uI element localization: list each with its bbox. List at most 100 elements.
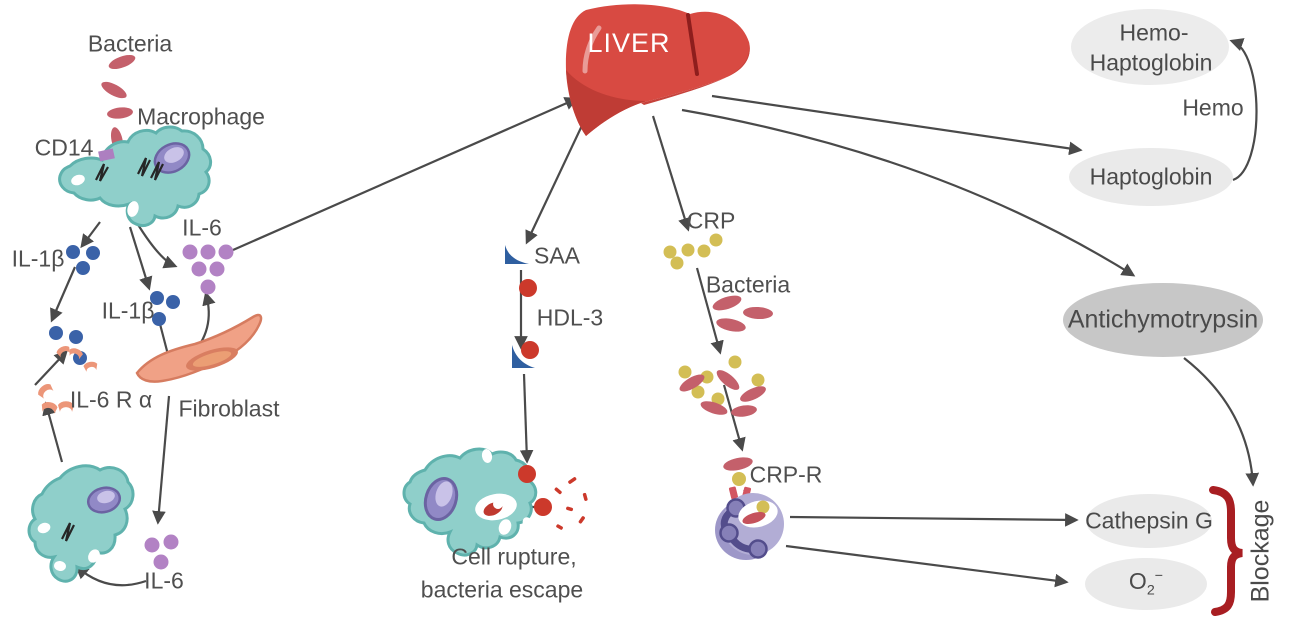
bacteria-mid-label: Bacteria <box>705 271 791 298</box>
bacteria-top-label: Bacteria <box>87 30 173 57</box>
zigzag <box>137 157 151 177</box>
crp-dot <box>709 233 723 247</box>
receptor-crescent <box>38 384 54 399</box>
arrow-liver-to-haptoglobin <box>711 94 1083 156</box>
il6-r-alpha-crescents <box>38 384 74 414</box>
crp-dot <box>700 370 714 384</box>
macrophage-hole <box>37 522 51 534</box>
arrow-il6-to-cell-bottom <box>74 565 147 587</box>
macrophage-hole <box>498 519 512 535</box>
haptoglobin-ellipse <box>1069 148 1233 206</box>
macrophage-hole <box>481 449 493 463</box>
hdl-particle <box>519 279 537 297</box>
cathepsin-g-label: Cathepsin G <box>1085 507 1213 534</box>
arrow-cell-to-il6ra <box>42 401 64 463</box>
crp-dot <box>691 385 705 399</box>
bacterium-inside <box>742 511 766 525</box>
arrow-fibroblast-to-il6-bottom <box>152 395 171 525</box>
il6-bottom-label: IL-6 <box>144 567 184 594</box>
il6-dots-top <box>182 244 234 295</box>
arrows <box>34 38 1260 588</box>
bacterium <box>712 295 742 311</box>
il1b-dots-mid <box>150 291 180 326</box>
crp-dot <box>751 373 765 387</box>
zigzag <box>61 522 75 542</box>
hemo-label: Hemo <box>1182 94 1244 121</box>
o2-sup: − <box>1154 568 1164 585</box>
macrophage-nucleus-highlight <box>164 147 184 163</box>
arrow-mixture-to-crpr <box>722 384 746 452</box>
arrow-crescent-to-complex <box>34 350 68 386</box>
o2-label: O2− <box>1128 567 1164 599</box>
receptor-crescent <box>69 348 83 360</box>
hdl3-label: HDL-3 <box>536 304 604 331</box>
arrow-il6-to-liver <box>232 97 579 252</box>
il1b-dot <box>152 312 166 326</box>
fragment <box>582 492 588 501</box>
crp-dots <box>663 233 723 270</box>
bacterium <box>716 318 746 332</box>
receptor-crescent <box>41 402 58 414</box>
il6-dot <box>182 244 198 260</box>
crp-dot <box>681 243 695 257</box>
cell-rupture-label-line1: Cell rupture, <box>451 543 577 570</box>
il6-dots-bottom <box>144 534 179 570</box>
saa-label: SAA <box>533 242 581 269</box>
vacuole-highlight <box>493 499 503 509</box>
saa-wedge <box>512 345 535 368</box>
o2-sub: 2 <box>1146 582 1155 599</box>
fragment <box>568 477 577 484</box>
fibroblast-label: Fibroblast <box>178 395 280 422</box>
bacterium <box>679 374 705 392</box>
il1b-dot <box>49 326 63 340</box>
crp-label: CRP <box>686 207 736 234</box>
hdl-particle <box>518 465 536 483</box>
crp-dot <box>756 500 770 514</box>
fragment <box>566 506 574 512</box>
bacterium <box>731 405 757 417</box>
fibroblast-body <box>135 313 263 383</box>
arrow-neutrophil-to-o2 <box>785 544 1069 588</box>
cd14-label: CD14 <box>34 134 94 161</box>
bacteria-fragments <box>554 477 588 530</box>
macrophage-hole <box>522 517 534 531</box>
macrophage-hole <box>88 549 100 563</box>
il1b-dot <box>73 351 87 365</box>
il1b-mid-label: IL-1β <box>101 297 155 324</box>
saa-wedge <box>505 245 529 264</box>
arrow-neutrophil-to-cathepsin <box>789 513 1079 527</box>
il6-dot <box>209 261 225 277</box>
liver-illustration <box>565 4 750 137</box>
receptor-crescent <box>83 361 98 372</box>
hemo-haptoglobin-ellipse <box>1071 9 1229 85</box>
bacterium <box>101 81 127 99</box>
antichymotrypsin-label: Antichymotrypsin <box>1067 305 1259 334</box>
antichymotrypsin-ellipse <box>1063 283 1263 357</box>
bacterium <box>700 401 728 415</box>
il6-dot <box>163 534 179 550</box>
liver-label: LIVER <box>587 28 671 59</box>
crp-dot <box>663 245 677 259</box>
fragment <box>554 487 562 495</box>
arrow-macrophage-to-il1b-left <box>80 221 101 249</box>
o2-ellipse <box>1085 558 1207 610</box>
bacterium <box>716 370 740 390</box>
hdl-particle <box>534 498 552 516</box>
hemo-haptoglobin-label-line2: Haptoglobin <box>1089 49 1213 76</box>
o2-base: O <box>1128 567 1147 594</box>
rupturing-macrophage <box>402 447 588 557</box>
zigzag <box>95 163 109 182</box>
macrophage-nucleus-highlight <box>435 481 453 507</box>
cd14-receptor <box>98 148 115 162</box>
il1b-left-label: IL-1β <box>11 245 65 272</box>
fibroblast-cell <box>135 313 263 383</box>
crp-r-complex <box>723 457 753 500</box>
liver-lower-lobe <box>566 70 646 136</box>
haptoglobin-label: Haptoglobin <box>1089 163 1213 190</box>
crp-dot <box>711 392 725 406</box>
il6-dot <box>191 261 207 277</box>
il1b-dot <box>66 245 80 259</box>
bacteria-mid-group <box>712 295 773 332</box>
hemo-haptoglobin-label-line1: Hemo- <box>1119 19 1189 46</box>
